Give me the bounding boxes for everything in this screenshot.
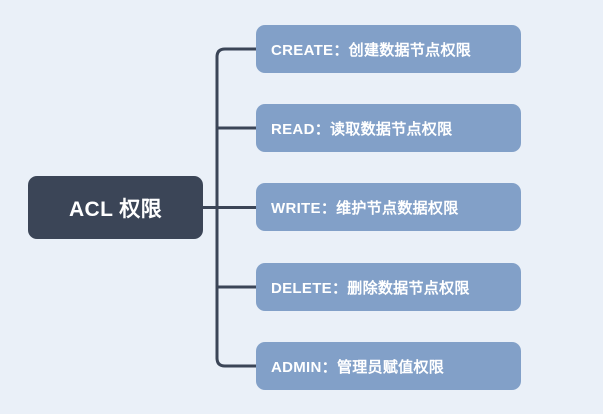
child-node-delete[interactable]: DELETE：删除数据节点权限: [256, 263, 521, 311]
child-node-label-delete: DELETE：删除数据节点权限: [271, 279, 470, 297]
child-node-create[interactable]: CREATE：创建数据节点权限: [256, 25, 521, 73]
child-node-label-admin: ADMIN：管理员赋值权限: [271, 358, 445, 376]
connector-branch-4: [215, 356, 258, 368]
root-node-acl[interactable]: ACL 权限: [28, 176, 203, 239]
root-node-label: ACL 权限: [68, 197, 162, 221]
child-node-write[interactable]: WRITE：维护节点数据权限: [256, 183, 521, 231]
child-node-label-write: WRITE：维护节点数据权限: [271, 199, 459, 217]
child-node-read[interactable]: READ：读取数据节点权限: [256, 104, 521, 152]
child-node-label-read: READ：读取数据节点权限: [271, 120, 453, 138]
child-node-admin[interactable]: ADMIN：管理员赋值权限: [256, 342, 521, 390]
child-node-label-create: CREATE：创建数据节点权限: [271, 41, 472, 59]
connector-branch-0: [215, 47, 258, 59]
